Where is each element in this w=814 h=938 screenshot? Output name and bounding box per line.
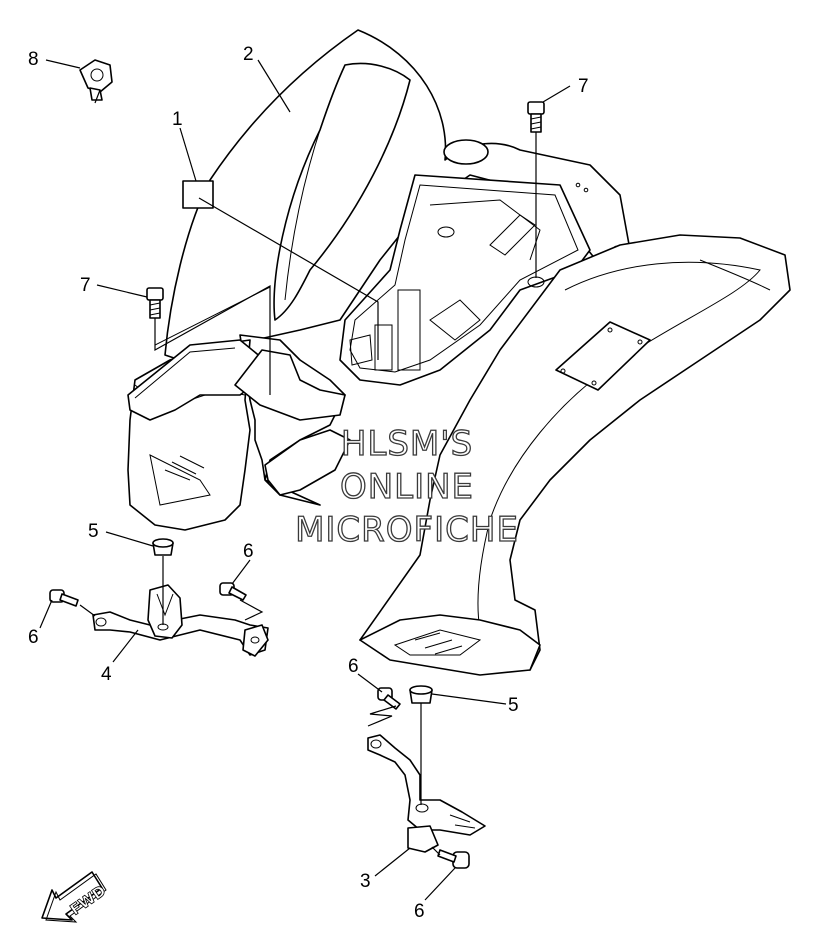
callout-5-right: 5 — [508, 695, 519, 716]
watermark-line-3: MICROFICHE — [295, 510, 519, 550]
callout-7-left: 7 — [80, 275, 91, 296]
part-grommet-left — [152, 538, 174, 556]
part-screw-left — [49, 589, 79, 607]
part-clip — [79, 59, 113, 101]
part-bolt-left — [146, 287, 164, 319]
fwd-arrow-icon — [41, 871, 103, 921]
watermark: HLSM'S ONLINE MICROFICHE — [294, 423, 519, 550]
part-stay-left — [92, 584, 269, 657]
callout-6-mid: 6 — [243, 541, 254, 562]
part-screw-mid — [219, 582, 247, 601]
callout-7-upper: 7 — [578, 76, 589, 97]
fwd-direction-badge: FWD — [41, 871, 110, 923]
rear-fender — [127, 29, 791, 676]
part-stay-right — [367, 734, 486, 853]
part-grommet-right — [409, 685, 433, 704]
callout-8: 8 — [28, 49, 39, 70]
assembly-lines — [79, 89, 537, 856]
callout-6-right-upper: 6 — [348, 656, 359, 677]
callout-4: 4 — [101, 664, 112, 685]
callout-1: 1 — [172, 109, 183, 130]
callout-6-right-lower: 6 — [414, 901, 425, 922]
part-bolt-upper — [527, 101, 545, 133]
part-screw-right-lower — [437, 849, 470, 869]
callout-3: 3 — [360, 871, 371, 892]
watermark-line-1: HLSM'S — [341, 424, 473, 464]
callouts: 8 2 1 7 7 5 6 6 4 6 5 3 6 — [28, 44, 589, 922]
callout-6-left: 6 — [28, 627, 39, 648]
callout-2: 2 — [243, 44, 254, 65]
callout-5-left: 5 — [88, 521, 99, 542]
watermark-line-2: ONLINE — [340, 467, 474, 507]
callout-leaders — [39, 59, 571, 901]
